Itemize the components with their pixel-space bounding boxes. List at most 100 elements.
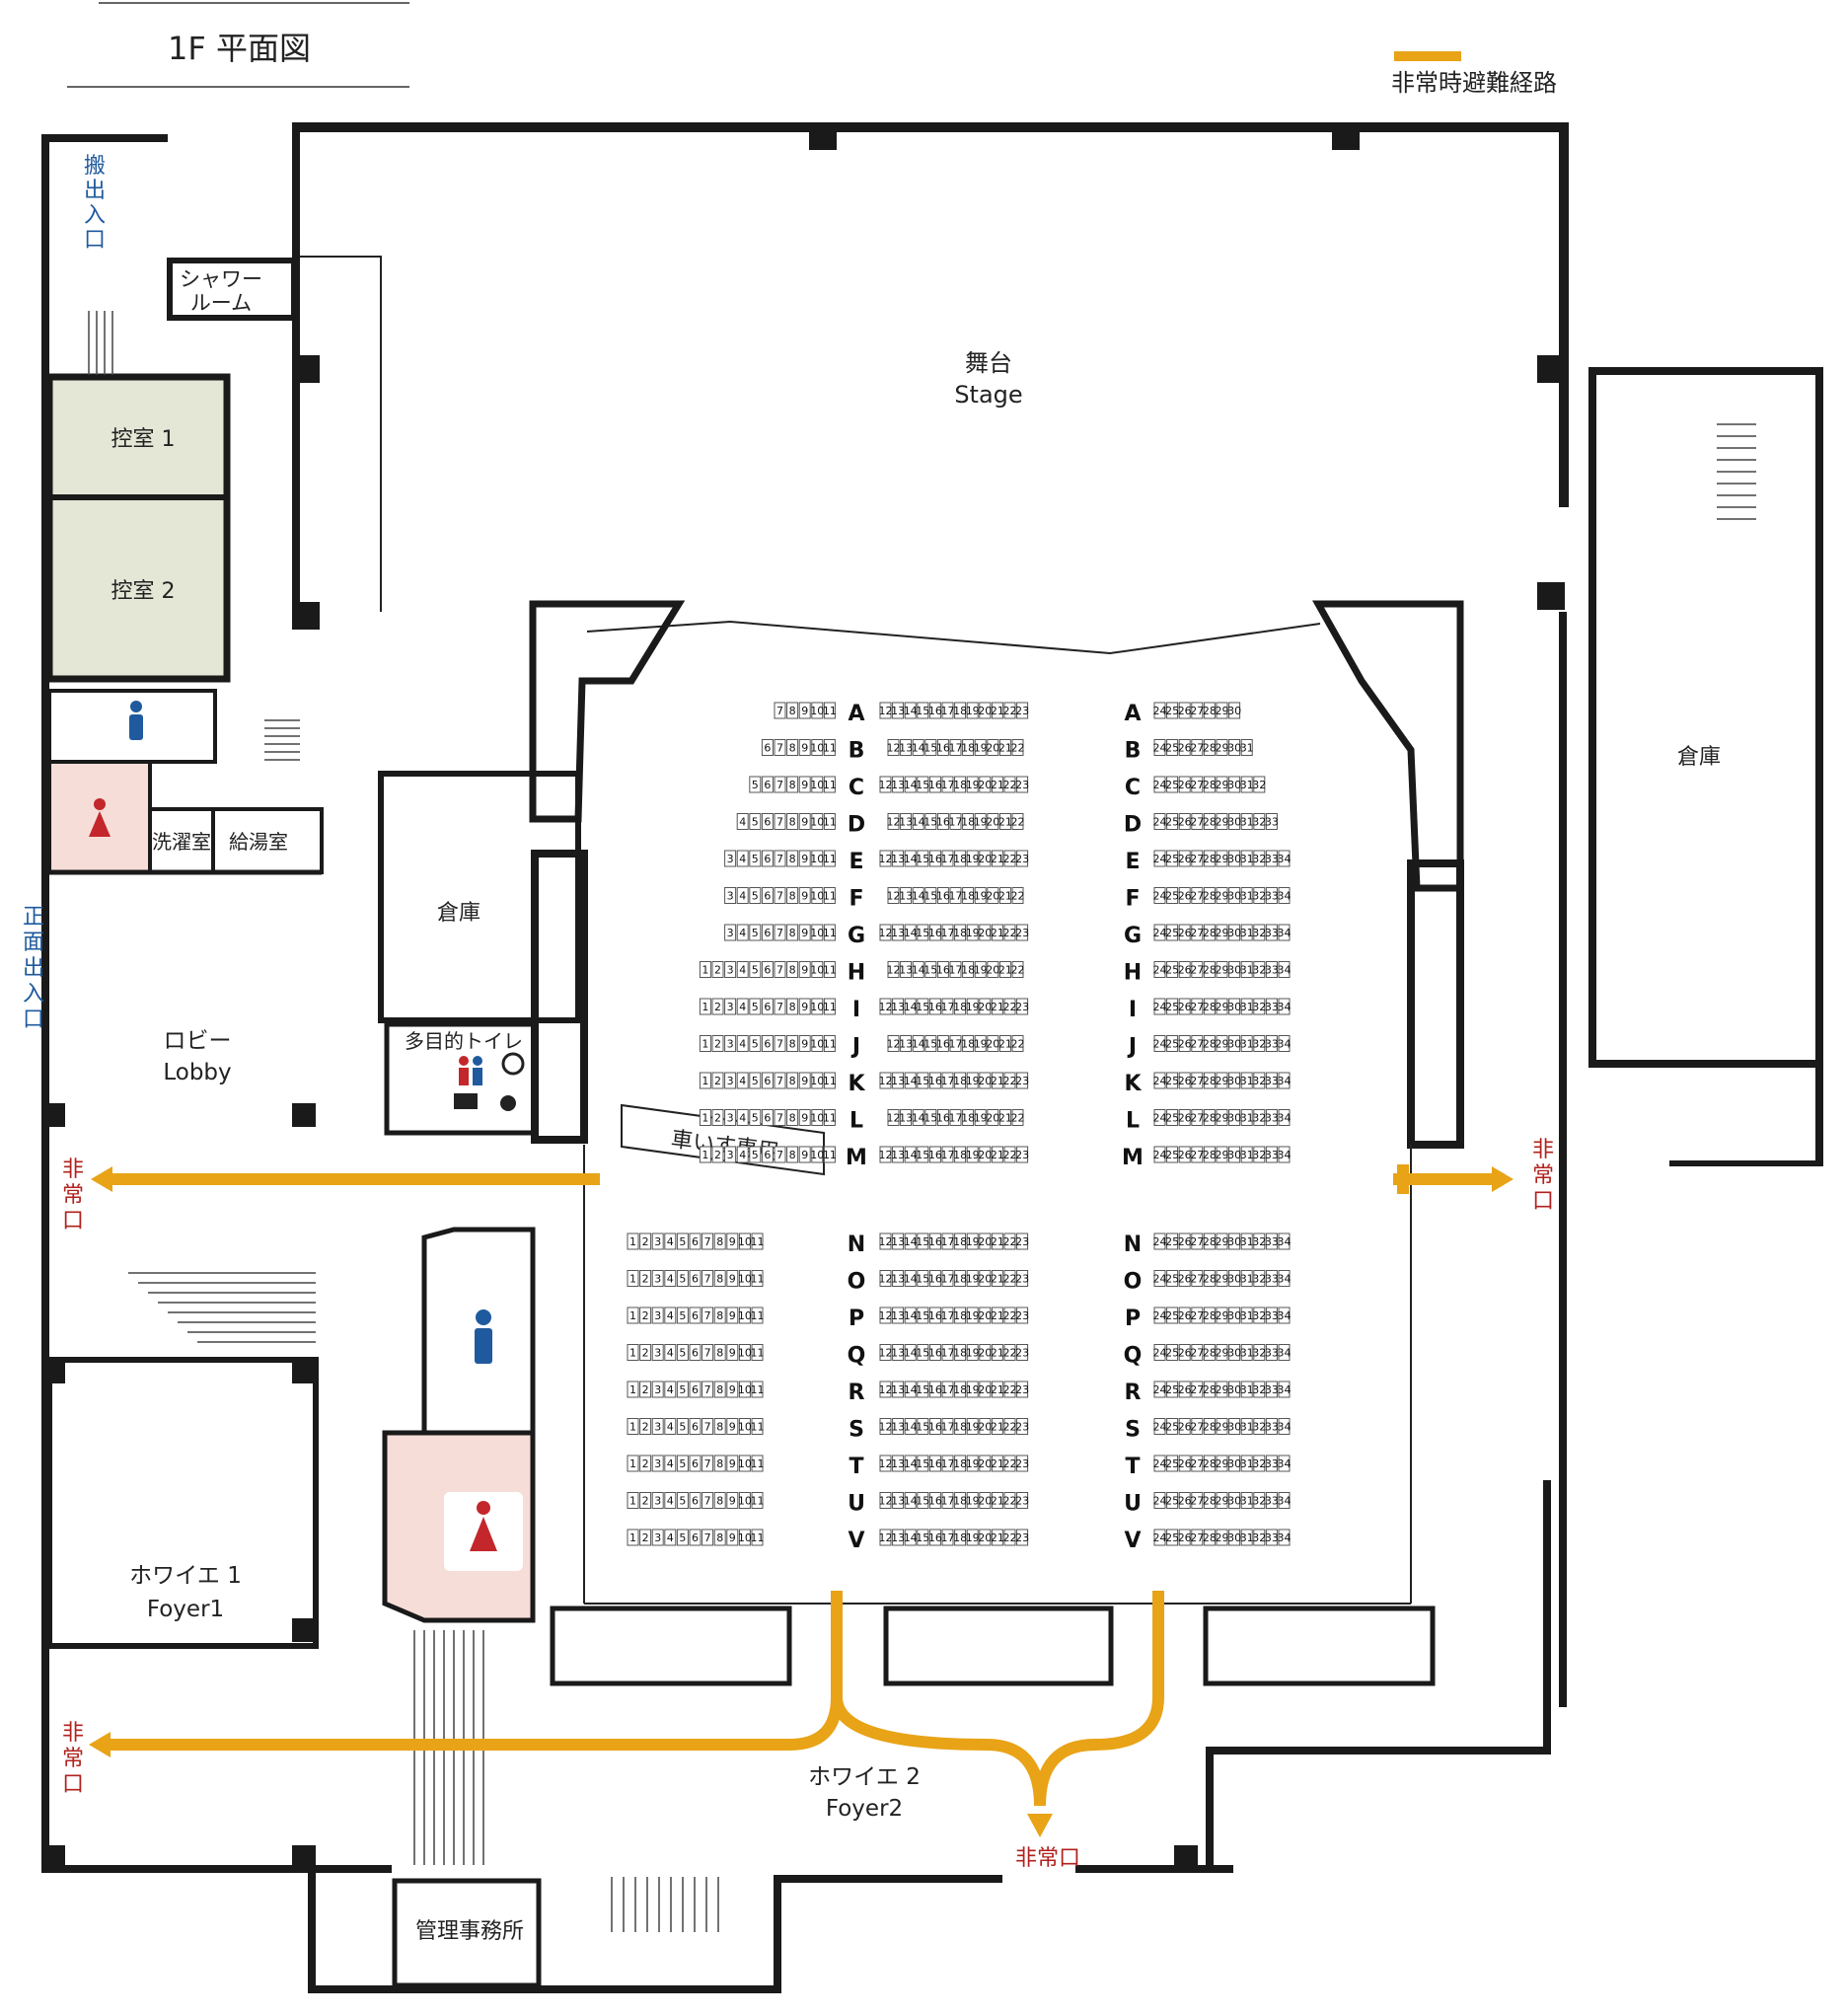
seat-Q-22-number: 22 [1003,1347,1017,1360]
seat-M-31 [1240,1146,1253,1163]
seat-J-13-number: 13 [899,1038,913,1051]
seat-M-33-number: 33 [1265,1149,1279,1161]
row-label-K: K [848,1072,865,1096]
seat-U-10-number: 10 [738,1495,752,1508]
seat-O-32 [1253,1270,1266,1287]
seat-G-16 [928,924,941,941]
storage-right-label: 倉庫 [1677,745,1721,770]
seat-C-6-number: 6 [764,779,771,791]
shower-label-1: シャワー [180,267,262,291]
seat-F-29-number: 29 [1216,890,1229,903]
row-label-F: F [1125,887,1140,912]
seat-F-11-number: 11 [823,890,837,903]
seat-H-34-number: 34 [1278,964,1292,977]
svg-text:搬: 搬 [84,154,106,179]
seat-V-12-number: 12 [879,1531,893,1544]
seat-A-25 [1166,702,1179,719]
seat-M-23-number: 23 [1015,1149,1029,1161]
seat-L-14 [912,1109,924,1126]
seat-G-21-number: 21 [991,927,1004,939]
seat-P-22 [1003,1307,1016,1324]
seat-T-1 [627,1455,639,1472]
seat-M-6-number: 6 [764,1149,771,1161]
seat-K-14 [904,1072,917,1089]
row-label-G: G [1124,924,1142,948]
auditorium: 車いす専用 7891011A121314151617181920212223A2… [529,600,1464,1605]
seat-B-21 [998,739,1011,756]
seat-S-11-number: 11 [751,1421,765,1434]
seat-N-17 [941,1232,954,1250]
seat-C-20-number: 20 [978,779,992,791]
seat-V-32 [1253,1529,1266,1546]
seat-O-16-number: 16 [928,1273,942,1286]
seat-H-3 [724,961,737,978]
seat-F-4-number: 4 [739,890,746,903]
seat-B-14-number: 14 [912,742,925,755]
seat-K-4 [736,1072,749,1089]
seat-O-12 [879,1270,892,1287]
seat-I-23 [1016,998,1029,1015]
seat-V-26-number: 26 [1178,1531,1192,1544]
seat-C-15 [917,776,929,793]
seat-G-4 [736,924,749,941]
seat-F-5 [749,887,762,904]
seat-I-18 [954,998,967,1015]
seat-Q-6 [689,1344,701,1361]
seat-A-17-number: 17 [941,705,955,717]
seat-C-15-number: 15 [916,779,929,791]
seat-E-33-number: 33 [1265,853,1279,865]
seat-H-9 [798,961,811,978]
seat-P-7-number: 7 [704,1309,711,1322]
multipurpose-toilet: 多目的トイレ [384,1021,538,1136]
seat-I-11-number: 11 [823,1001,837,1013]
seat-I-30-number: 30 [1227,1001,1241,1013]
seat-N-9 [726,1232,739,1250]
seat-E-23-number: 23 [1015,853,1029,865]
seat-A-24 [1153,702,1166,719]
seat-L-25-number: 25 [1165,1112,1179,1125]
seat-H-25 [1166,961,1179,978]
seat-V-28 [1203,1529,1216,1546]
seat-H-26-number: 26 [1178,964,1192,977]
seat-I-1 [699,998,711,1015]
svg-text:入: 入 [84,203,106,228]
seat-I-34 [1278,998,1291,1015]
seat-O-33 [1265,1270,1278,1287]
seat-G-9 [798,924,811,941]
seat-S-1 [627,1418,639,1435]
seat-N-1 [627,1232,639,1250]
seat-P-12 [879,1307,892,1324]
seat-F-19-number: 19 [974,890,988,903]
seat-S-3 [651,1418,664,1435]
seat-V-20-number: 20 [978,1531,992,1544]
seat-T-16-number: 16 [928,1457,942,1470]
seat-N-9-number: 9 [729,1235,736,1248]
seat-H-27 [1191,961,1204,978]
seat-G-6 [761,924,774,941]
seat-O-7-number: 7 [704,1273,711,1286]
seat-C-26-number: 26 [1178,779,1192,791]
seat-F-6 [761,887,774,904]
seat-D-17-number: 17 [949,816,963,829]
seat-L-12 [887,1109,900,1126]
seat-M-31-number: 31 [1240,1149,1254,1161]
seat-H-24-number: 24 [1153,964,1167,977]
seat-N-6 [689,1232,701,1250]
seat-Q-7 [701,1344,714,1361]
seat-C-18 [954,776,967,793]
seat-V-18 [954,1529,967,1546]
stage-label-jp: 舞台 [965,349,1012,377]
seat-B-19 [974,739,987,756]
seat-V-25 [1166,1529,1179,1546]
women-restroom-icon-2 [470,1501,497,1551]
seat-V-19 [966,1529,979,1546]
seat-Q-14-number: 14 [904,1347,918,1360]
seat-D-16-number: 16 [936,816,950,829]
seat-C-5-number: 5 [752,779,759,791]
seat-A-23 [1016,702,1029,719]
seat-D-26 [1178,813,1191,830]
seat-V-16-number: 16 [928,1531,942,1544]
seat-G-32 [1253,924,1266,941]
seat-P-17 [941,1307,954,1324]
seat-D-19 [974,813,987,830]
